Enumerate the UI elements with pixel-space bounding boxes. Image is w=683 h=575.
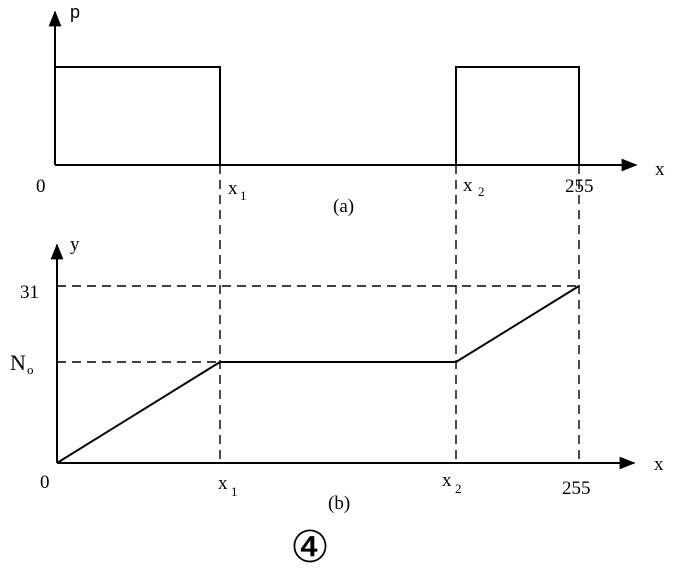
panel-b-x1-label: x — [218, 473, 228, 494]
panel-a-x2-subscript: 2 — [478, 184, 485, 199]
panel-b-x2-label: x — [442, 470, 452, 491]
panel-b-end-label: 255 — [562, 478, 591, 499]
panel-b-n0-label: N — [10, 350, 26, 375]
panel-b-x2-subscript: 2 — [455, 481, 462, 496]
panel-a-pulse-left — [55, 66, 221, 165]
panel-b-tick-31: 31 — [20, 282, 39, 303]
figure-number: ④ — [290, 523, 329, 572]
panel-b-origin-label: 0 — [40, 472, 50, 493]
panel-b-y-axis-label: y — [70, 234, 80, 255]
panel-b: y x 31 N o 0 x 1 x 2 255 (b) — [10, 234, 664, 514]
panel-a-x1-subscript: 1 — [240, 188, 247, 203]
panel-a-pulse-right — [455, 66, 580, 165]
panel-a-x1-label: x — [228, 178, 238, 199]
panel-a-x-axis-label: x — [655, 159, 665, 180]
panel-a-x2-label: x — [463, 175, 473, 196]
panel-b-mapping-curve — [56, 285, 580, 464]
panel-b-n0-subscript: o — [27, 362, 34, 377]
panel-a-caption: (a) — [333, 196, 354, 217]
panel-b-x-axis-label: x — [654, 454, 664, 475]
vertical-guides — [219, 165, 580, 463]
panel-a-origin-label: 0 — [36, 176, 46, 197]
panel-b-x1-subscript: 1 — [231, 484, 238, 499]
panel-b-caption: (b) — [328, 493, 350, 514]
panel-a: p x 0 x 1 x 2 255 (a) — [36, 2, 665, 217]
panel-a-y-axis-label: p — [70, 2, 80, 22]
